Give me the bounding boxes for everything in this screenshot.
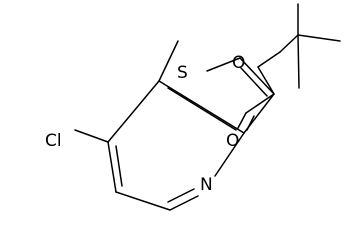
bond-c7-c6-inner xyxy=(115,145,123,187)
bond-o-tbu xyxy=(279,34,299,53)
bond-carbonyl-o-double-b xyxy=(246,115,255,131)
atom-label-ester-oxygen: O xyxy=(232,53,245,73)
bond-c7a-c7 xyxy=(107,80,160,143)
bond-tbu-methyl-down xyxy=(297,34,300,89)
atom-label-chlorine: Cl xyxy=(45,131,62,151)
atom-label-nitrogen: N xyxy=(200,175,213,195)
bond-c5-n-inner xyxy=(167,188,195,203)
bond-carbonyl-o-double-a xyxy=(237,112,247,129)
bond-c2-c3 xyxy=(239,57,275,95)
bond-c7a-c3a-inner xyxy=(167,87,237,131)
atom-label-sulfur: S xyxy=(177,63,188,83)
bond-s-c7a xyxy=(158,40,179,82)
bond-c7a-c3a xyxy=(158,80,245,134)
bond-c6-c5 xyxy=(115,191,171,211)
chemical-structure: S N Cl O O xyxy=(45,3,341,211)
bond-c5-n xyxy=(169,195,199,211)
bond-c7-cl xyxy=(74,129,109,143)
bond-tbu-methyl-right xyxy=(297,34,341,42)
bond-c3-carbonyl xyxy=(245,93,275,114)
atom-label-carbonyl-oxygen: O xyxy=(226,131,239,151)
bond-c-ester-o xyxy=(257,51,281,68)
bond-c7-c6 xyxy=(107,141,117,193)
bond-n-c3a xyxy=(214,132,245,177)
structure-canvas: S N Cl O O xyxy=(45,3,341,211)
bond-c2-c3-inner xyxy=(240,67,268,97)
bond-c3-c-ester xyxy=(257,66,275,95)
bond-s-c2 xyxy=(206,57,241,72)
